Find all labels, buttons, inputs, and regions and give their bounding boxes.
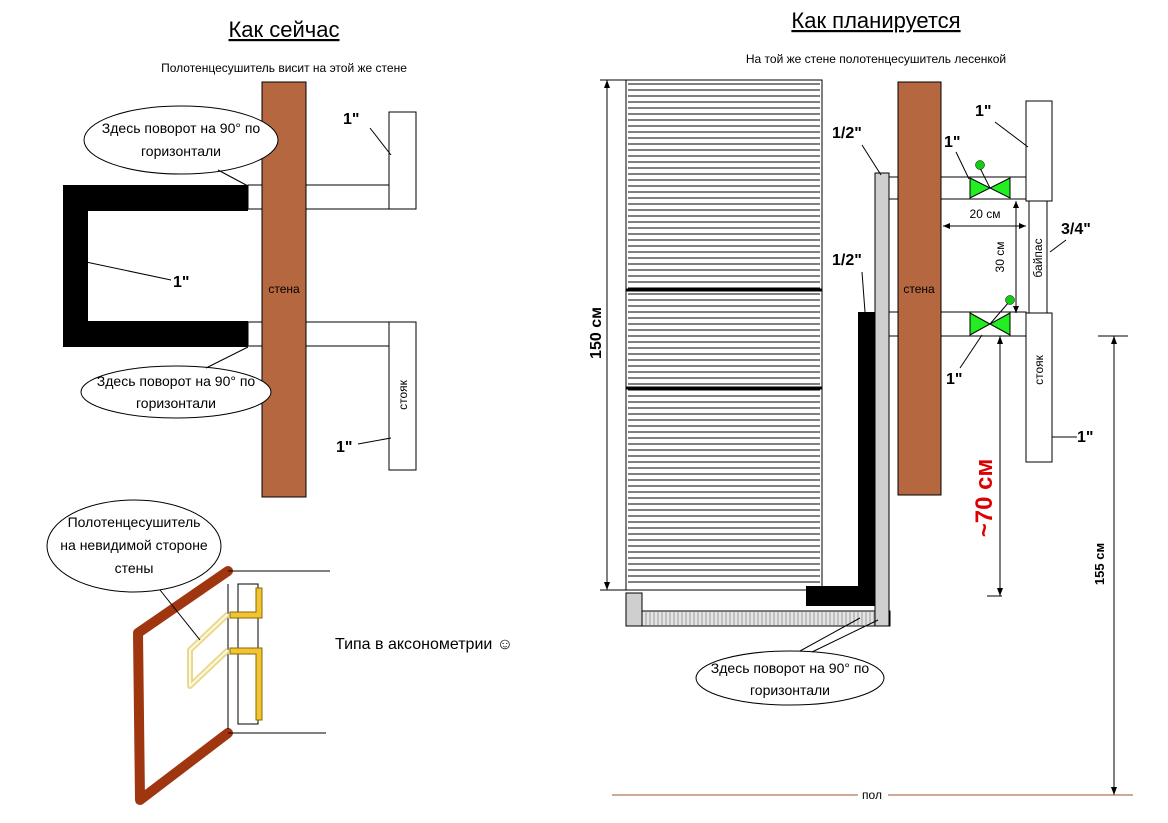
pipe-size-label-top: 1" — [343, 111, 359, 128]
dim-30-label: 30 см — [993, 242, 1007, 273]
pipe-size-1-a-leader — [994, 121, 1029, 148]
right-subtitle: На той же стене полотенцесушитель лесенк… — [746, 52, 1006, 66]
black-return-pipe-horizontal — [806, 586, 875, 606]
axon-callout-line2: на невидимой стороне — [60, 537, 208, 553]
pipe-size-1-b: 1" — [944, 134, 960, 151]
callout-bottom-ellipse — [80, 365, 272, 419]
axon-callout-leader — [159, 589, 201, 641]
right-callout-line1: Здесь поворот на 90° по — [711, 660, 870, 676]
axon-section: Полотенцесушитель на невидимой стороне с… — [46, 499, 513, 805]
bypass-label: байпас — [1031, 238, 1045, 277]
towel-dryer-side-bar — [63, 185, 88, 347]
dim-70-label: ~70 см — [971, 459, 998, 537]
pipe-size-1-a: 1" — [975, 103, 991, 120]
axon-callout-line1: Полотенцесушитель — [68, 514, 201, 530]
riser-label: стояк — [396, 379, 410, 410]
right-callout-line2: горизонтали — [750, 682, 830, 698]
dim-150-label: 150 см — [588, 307, 605, 359]
wall-right — [897, 81, 942, 496]
pipe-size-leader-mid — [85, 261, 172, 281]
riser-upper — [388, 111, 417, 210]
axon-wall — [133, 566, 233, 805]
riser-upper-right — [1025, 100, 1053, 202]
pipe-size-label-mid: 1" — [173, 274, 189, 291]
towel-dryer-bottom-bar — [63, 321, 248, 347]
right-callout-ellipse — [695, 650, 885, 706]
axon-callout-ellipse — [46, 499, 222, 593]
riser-lower — [388, 321, 417, 471]
riser-label-right: стояк — [1032, 354, 1046, 385]
lower-valve-handle-icon — [1005, 295, 1015, 305]
upper-valve-handle-icon — [975, 160, 985, 170]
callout-top-line2: горизонтали — [141, 143, 221, 159]
callout-top-line1: Здесь поворот на 90° по — [102, 120, 261, 136]
right-callout-leader-1 — [799, 617, 861, 652]
pipe-size-leader-top — [369, 127, 392, 156]
lower-valve-stem — [989, 301, 1010, 325]
pipe-size-half-mid: 1/2" — [832, 252, 862, 269]
ladder-rungs — [628, 83, 820, 583]
pipe-size-half-mid-leader — [861, 271, 866, 313]
wall-label-right: стена — [903, 282, 935, 296]
floor-label: пол — [862, 788, 882, 802]
pipe-size-1-b-leader — [955, 151, 970, 180]
pipe-size-1-c-leader — [959, 334, 983, 369]
axon-fitting-top — [229, 587, 263, 619]
pipe-size-half-top-leader — [861, 144, 882, 176]
left-section: Как сейчас Полотенцесушитель висит на эт… — [63, 17, 417, 498]
right-section: Как планируется На той же стене полотенц… — [588, 8, 1133, 802]
pipe-size-1-d: 1" — [1077, 429, 1093, 446]
axon-towel-dryer — [187, 611, 231, 689]
pipe-size-1-c: 1" — [946, 371, 962, 388]
black-return-pipe-vertical — [858, 312, 875, 606]
axon-callout-line3: стены — [115, 560, 154, 576]
callout-bottom-line2: горизонтали — [136, 395, 216, 411]
bottom-pipe-hatch — [645, 612, 887, 625]
towel-dryer-top-bar — [63, 185, 248, 211]
axon-towel-dryer-highlight — [189, 613, 229, 687]
pipe-size-3-4-leader — [1049, 239, 1067, 253]
pipe-size-label-bottom: 1" — [336, 439, 352, 456]
left-title: Как сейчас — [228, 17, 339, 42]
right-title: Как планируется — [791, 8, 960, 33]
dim-20-label: 20 см — [970, 207, 1001, 221]
riser-lower-right — [1025, 312, 1053, 463]
pipe-size-half-top: 1/2" — [832, 125, 862, 142]
dim-155-label: 155 см — [1092, 543, 1107, 585]
bypass-pipe — [1028, 200, 1048, 314]
ladder-towel-dryer — [625, 79, 823, 591]
right-callout-leader-2 — [811, 619, 879, 653]
axon-caption: Типа в аксонометрии ☺ — [335, 636, 513, 653]
vertical-supply-pipe — [874, 172, 890, 627]
bottom-pipe-left-cap — [625, 592, 643, 627]
pipe-size-3-4: 3/4" — [1061, 221, 1091, 238]
callout-top-leader — [217, 169, 249, 187]
axon-fitting-bottom — [229, 647, 263, 721]
callout-bottom-line1: Здесь поворот на 90° по — [97, 373, 256, 389]
callout-bottom-leader — [205, 346, 249, 369]
pipe-size-leader-bottom — [357, 437, 392, 445]
left-subtitle: Полотенцесушитель висит на этой же стене — [161, 61, 407, 75]
callout-top-ellipse — [83, 105, 279, 175]
wall-label: стена — [268, 282, 300, 296]
upper-valve-stem — [979, 167, 991, 189]
